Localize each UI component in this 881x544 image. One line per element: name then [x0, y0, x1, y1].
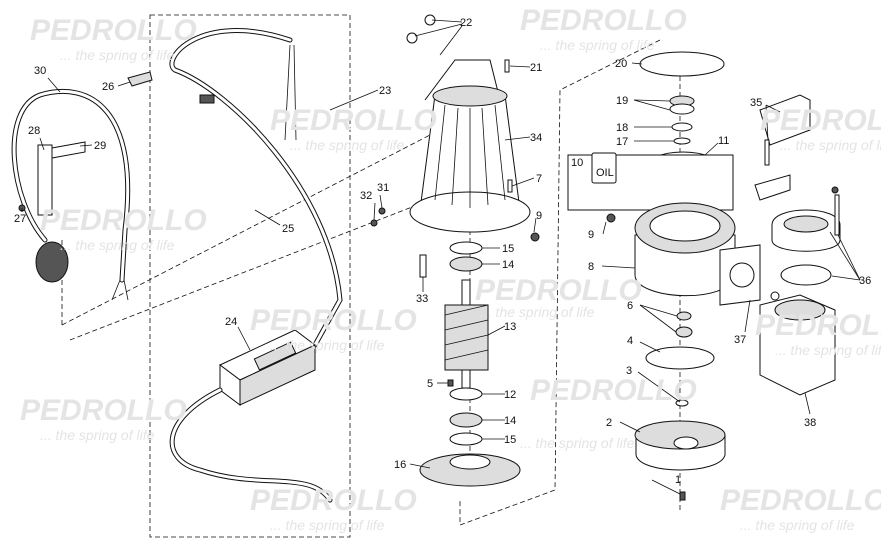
svg-text:... the spring of life: ... the spring of life	[290, 137, 405, 153]
svg-text:PEDROLLO: PEDROLLO	[30, 14, 197, 47]
part-label-15: 15	[502, 243, 514, 255]
part-label-24: 24	[225, 316, 237, 328]
watermark: PEDROLLO ... the spring of life	[720, 484, 881, 533]
base-coupling-assembly	[754, 94, 841, 396]
svg-text:... the spring of life: ... the spring of life	[60, 237, 175, 253]
svg-text:... the spring of life: ... the spring of life	[270, 517, 385, 533]
svg-text:... the spring of life: ... the spring of life	[540, 37, 655, 53]
pump-body-assembly: OIL	[567, 51, 761, 501]
oil-can-label: OIL	[596, 167, 614, 179]
part-label-35: 35	[750, 97, 762, 109]
watermark: PEDROLLO ... the spring of life	[20, 394, 187, 443]
svg-text:PEDROLLO: PEDROLLO	[720, 484, 881, 517]
svg-text:... the spring of life: ... the spring of life	[480, 304, 595, 320]
control-box	[169, 329, 333, 503]
part-label-10: 10	[571, 157, 583, 169]
part-label-17: 17	[616, 136, 628, 148]
svg-text:PEDROLLO: PEDROLLO	[475, 274, 642, 307]
part-label-12: 12	[504, 389, 516, 401]
part-label-5: 5	[427, 378, 433, 390]
part-label-28: 28	[28, 125, 40, 137]
part-label-25: 25	[282, 223, 294, 235]
part-label-7: 7	[536, 173, 542, 185]
part-label-36: 36	[859, 275, 871, 287]
svg-text:PEDROLLO: PEDROLLO	[250, 484, 417, 517]
part-label-20: 20	[615, 58, 627, 70]
part-label-18: 18	[616, 122, 628, 134]
part-label-8: 8	[588, 261, 594, 273]
part-label-27: 27	[14, 213, 26, 225]
svg-text:PEDROLLO: PEDROLLO	[20, 394, 187, 427]
watermark: PEDROLLO ... the spring of life	[520, 4, 687, 53]
part-label-15: 15	[504, 434, 516, 446]
part-number-labels: 1 2 3 4 5 6 7 8 9 9 10 11 12 13 14 14 15…	[14, 17, 871, 486]
part-label-4: 4	[627, 335, 633, 347]
part-label-33: 33	[416, 293, 428, 305]
part-label-37: 37	[734, 334, 746, 346]
watermark: PEDROLLO ... the spring of life	[475, 274, 642, 320]
svg-text:... the spring of life: ... the spring of life	[520, 435, 635, 451]
part-label-6: 6	[627, 300, 633, 312]
part-label-1: 1	[675, 474, 681, 486]
svg-text:... the spring of life: ... the spring of life	[740, 517, 855, 533]
watermark: PEDROLLO ... the spring of life	[30, 14, 197, 63]
part-label-14: 14	[504, 415, 516, 427]
part-label-13: 13	[504, 321, 516, 333]
part-label-26: 26	[102, 81, 114, 93]
motor-housing	[370, 14, 540, 278]
svg-text:PEDROLLO: PEDROLLO	[530, 374, 697, 407]
part-label-3: 3	[626, 365, 632, 377]
svg-text:... the spring of life: ... the spring of life	[40, 427, 155, 443]
part-label-9: 9	[588, 229, 594, 241]
part-label-29: 29	[94, 140, 106, 152]
leader-lines	[21, 19, 861, 495]
power-cable	[169, 28, 343, 348]
part-label-31: 31	[377, 182, 389, 194]
float-switch-assembly	[11, 71, 153, 301]
part-label-22: 22	[460, 17, 472, 29]
part-label-34: 34	[530, 132, 542, 144]
svg-text:... the spring of life: ... the spring of life	[780, 137, 881, 153]
rotor-assembly	[419, 241, 521, 487]
part-label-23: 23	[379, 85, 391, 97]
watermark: PEDROLLO ... the spring of life	[250, 484, 417, 533]
part-label-14: 14	[502, 259, 514, 271]
part-label-2: 2	[606, 417, 612, 429]
part-label-21: 21	[530, 62, 542, 74]
part-label-30: 30	[34, 65, 46, 77]
part-label-11: 11	[718, 135, 729, 147]
part-label-32: 32	[360, 190, 372, 202]
svg-text:... the spring of life: ... the spring of life	[60, 47, 175, 63]
part-label-16: 16	[394, 459, 406, 471]
part-label-9: 9	[536, 210, 542, 222]
part-label-38: 38	[804, 417, 816, 429]
svg-text:PEDROLLO: PEDROLLO	[520, 4, 687, 37]
part-label-19: 19	[616, 95, 628, 107]
